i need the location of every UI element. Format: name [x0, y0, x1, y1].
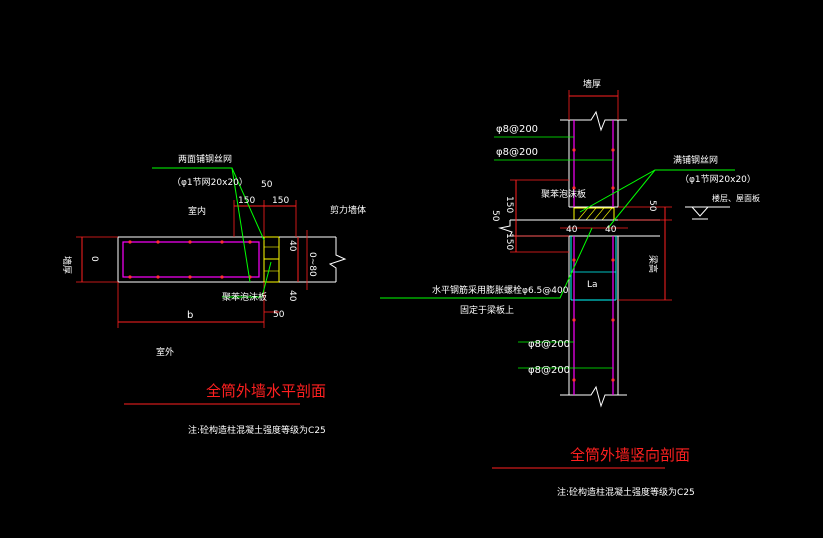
rebar-dot: [611, 258, 615, 262]
beam-height-label: 梁高: [647, 255, 659, 273]
break-line-top: [560, 110, 627, 132]
rebar-dot: [611, 186, 615, 190]
dim-150-right: 150: [272, 196, 289, 206]
rebar-top-1: φ8@200: [496, 124, 538, 135]
dim-0-left: 0: [89, 256, 99, 262]
indoor-label: 室内: [188, 205, 206, 217]
rebar-dots-vertical: [572, 148, 615, 382]
wall-thick-left: 墙厚: [61, 256, 73, 274]
lap-length-label: La: [587, 280, 598, 290]
rebar-dot: [128, 240, 132, 244]
horizontal-section-title: 全筒外墙水平剖面: [206, 382, 326, 400]
dim-40-bottom: 40: [287, 290, 297, 302]
mesh-label: 两面铺钢丝网: [178, 153, 232, 165]
dim-50: 50: [490, 210, 500, 222]
load-wall-label: 剪力墙体: [330, 204, 366, 216]
break-line: [328, 237, 347, 282]
dim-40-right: 40: [605, 225, 617, 235]
rebar-top-2: φ8@200: [496, 147, 538, 158]
rebar-bot-2: φ8@200: [528, 365, 570, 376]
rebar-dot: [572, 148, 576, 152]
rebar-dot: [248, 240, 252, 244]
rebar-dot: [220, 275, 224, 279]
rebar-dot: [572, 258, 576, 262]
break-line-bottom: [560, 385, 627, 408]
dim-150-a: 150: [504, 196, 514, 213]
rebar-dot: [572, 318, 576, 322]
dim-b: b: [187, 310, 193, 321]
rebar-dot: [611, 318, 615, 322]
rebar-dot: [572, 186, 576, 190]
rebar-dot: [220, 240, 224, 244]
rebar-dot: [572, 378, 576, 382]
horizontal-section-note: 注:砼构造柱混凝土强度等级为C25: [188, 424, 326, 436]
mesh-label: 满铺钢丝网: [673, 154, 718, 166]
floor-label: 楼层、屋面板: [712, 193, 760, 203]
foam-strip-label: 聚苯泡沫板: [222, 291, 267, 303]
outdoor-label: 室外: [156, 346, 174, 358]
vertical-section-title: 全筒外墙竖向剖面: [570, 446, 690, 464]
horizontal-section: 两面铺钢丝网 （φ1节网20x20） 50 150 150 室内 剪力墙体 40…: [61, 153, 366, 436]
dim-0-80: 0~80: [307, 252, 317, 277]
rebar-dot: [611, 378, 615, 382]
dim-150-left: 150: [238, 196, 255, 206]
dim-50-top: 50: [261, 180, 273, 190]
dim-40-left: 40: [566, 225, 578, 235]
anchor-note: 水平钢筋采用膨胀螺栓φ6.5@400: [432, 284, 569, 296]
rebar-dot: [611, 148, 615, 152]
vertical-section-note: 注:砼构造柱混凝土强度等级为C25: [557, 486, 695, 498]
foam-strip-label: 聚苯泡沫板: [541, 188, 586, 200]
rebar-dot: [156, 275, 160, 279]
dim-50-bottom: 50: [273, 310, 285, 320]
rebar-dot: [128, 275, 132, 279]
wall-thickness-label: 墙厚: [583, 78, 601, 90]
anchor-note-2: 固定于梁板上: [460, 304, 514, 316]
rebar-dots: [128, 240, 252, 279]
rebar-dot: [156, 240, 160, 244]
mesh-spec: （φ1节网20x20）: [680, 174, 756, 185]
rebar-dot: [188, 275, 192, 279]
anchor-leader: [380, 227, 593, 299]
dim-150-b: 150: [504, 233, 514, 250]
dim-50-right: 50: [647, 200, 657, 212]
vertical-section: 墙厚 φ8@200 φ8@200 满铺钢丝网 （φ1节网20x20） 聚苯泡沫板…: [380, 78, 760, 498]
mesh-spec: （φ1节网20x20）: [172, 177, 248, 188]
dim-40-top: 40: [287, 240, 297, 252]
rebar-dot: [188, 240, 192, 244]
foam-leader: [222, 261, 272, 298]
rebar-bot-1: φ8@200: [528, 339, 570, 350]
